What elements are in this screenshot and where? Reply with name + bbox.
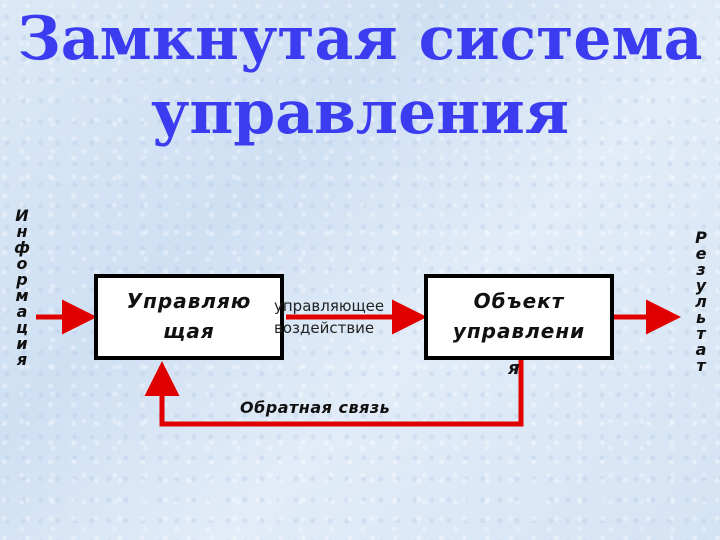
output-label-letter: у <box>695 276 707 295</box>
output-label-letter: ь <box>695 308 707 327</box>
output-label-letter: Р <box>695 228 707 247</box>
controller-line-1: Управляю <box>126 289 252 313</box>
input-label-letter: м <box>15 286 29 305</box>
output-label-letter: л <box>695 292 707 311</box>
controller-line-3: система <box>98 346 280 356</box>
input-label-letter: и <box>16 334 28 353</box>
output-label-letter: т <box>696 324 706 343</box>
input-label-letter: ф <box>14 238 30 257</box>
output-label-letter: а <box>695 340 707 359</box>
title-line-1: Замкнутая система <box>17 4 703 74</box>
input-label-letter: И <box>15 206 29 225</box>
feedback-arrow <box>144 358 524 427</box>
output-label-letter: т <box>696 356 706 375</box>
controller-box: Управляю щая система <box>94 274 284 360</box>
controller-line-2: щая <box>163 319 215 343</box>
input-label-letter: о <box>16 254 28 273</box>
title-line-2: управления <box>150 78 570 148</box>
input-label-letter: я <box>16 350 28 369</box>
input-label-letter: ц <box>16 318 28 337</box>
input-label-letter: а <box>16 302 28 321</box>
object-line-2: управлени <box>452 319 586 343</box>
output-label-letter: е <box>695 244 707 263</box>
feedback-label: Обратная связь <box>240 398 391 417</box>
object-box: Объект управлени <box>424 274 614 360</box>
input-label-letter: р <box>16 270 28 289</box>
object-line-1: Объект <box>473 289 565 313</box>
input-label-letter: н <box>16 222 28 241</box>
output-label-letter: з <box>696 260 706 279</box>
action-line-2: воздействие <box>274 319 375 337</box>
control-action-label: управляющее воздействие <box>274 295 444 339</box>
slide-title: Замкнутая система управления <box>0 2 720 150</box>
action-line-1: управляющее <box>274 297 385 315</box>
object-line-3: я <box>508 358 520 379</box>
